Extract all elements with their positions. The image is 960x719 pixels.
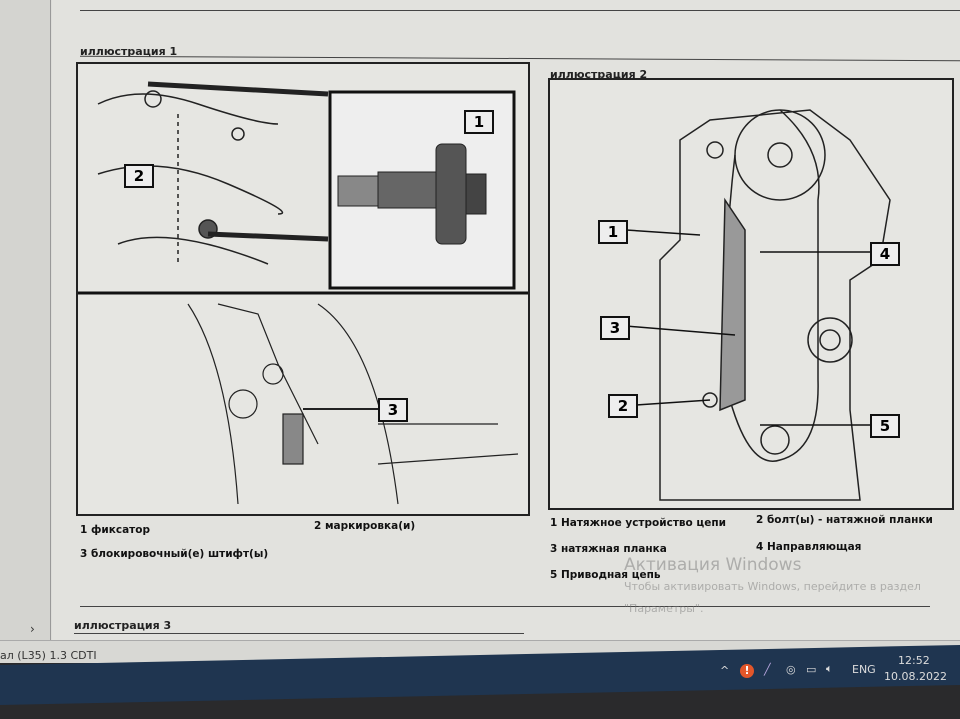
status-text: ал (L35) 1.3 CDTI	[0, 649, 97, 662]
document-view: иллюстрация 1 иллюстрация 2	[52, 0, 960, 640]
clock-date[interactable]: 10.08.2022	[884, 670, 947, 683]
illustration1-panel: 1 2 3	[76, 62, 530, 516]
pen-icon[interactable]: ╱	[764, 663, 771, 676]
illustration3-title: иллюстрация 3	[74, 619, 172, 632]
volume-icon[interactable]: 🔈︎	[826, 662, 833, 675]
activation-watermark-line1: Чтобы активировать Windows, перейдите в …	[624, 580, 921, 593]
callout-2: 2	[608, 394, 638, 418]
expand-sidebar-button[interactable]: ›	[30, 622, 35, 636]
alert-icon[interactable]: !	[740, 664, 754, 678]
callout-3: 3	[378, 398, 408, 422]
caption-3: 3 натяжная планка	[550, 543, 667, 555]
chevron-up-icon[interactable]: ^	[720, 664, 730, 677]
language-indicator[interactable]: ENG	[852, 663, 876, 676]
sync-icon[interactable]: ◎	[786, 663, 796, 676]
engine-locking-drawing	[78, 81, 528, 505]
callout-1: 1	[464, 110, 494, 134]
divider	[80, 10, 960, 11]
divider	[80, 55, 960, 62]
callout-5: 5	[870, 414, 900, 438]
callout-1: 1	[598, 220, 628, 244]
caption-3: 3 блокировочный(е) штифт(ы)	[80, 548, 269, 560]
activation-watermark-title: Активация Windows	[624, 555, 802, 575]
caption-5: 5 Приводная цепь	[550, 569, 661, 581]
caption-1: 1 фиксатор	[80, 524, 150, 536]
illustration2-title: иллюстрация 2	[550, 68, 648, 81]
screen: › иллюстрация 1 иллюстрация 2	[0, 0, 960, 660]
caption-1: 1 Натяжное устройство цепи	[550, 517, 726, 529]
callout-2: 2	[124, 164, 154, 188]
illustration1-title: иллюстрация 1	[80, 45, 178, 58]
caption-4: 4 Направляющая	[756, 541, 862, 553]
illustration2-panel: 1 2 3 4 5	[548, 78, 954, 510]
divider	[80, 606, 930, 607]
caption-2: 2 болт(ы) - натяжной планки	[756, 514, 933, 526]
battery-icon[interactable]: ▭	[806, 663, 817, 676]
callout-3: 3	[600, 316, 630, 340]
clock-time[interactable]: 12:52	[898, 654, 930, 667]
caption-2: 2 маркировка(и)	[314, 520, 416, 532]
left-pane	[0, 0, 51, 640]
divider	[74, 633, 524, 634]
activation-watermark-line2: "Параметры".	[624, 602, 704, 615]
callout-4: 4	[870, 242, 900, 266]
timing-chain-drawing	[625, 109, 891, 501]
